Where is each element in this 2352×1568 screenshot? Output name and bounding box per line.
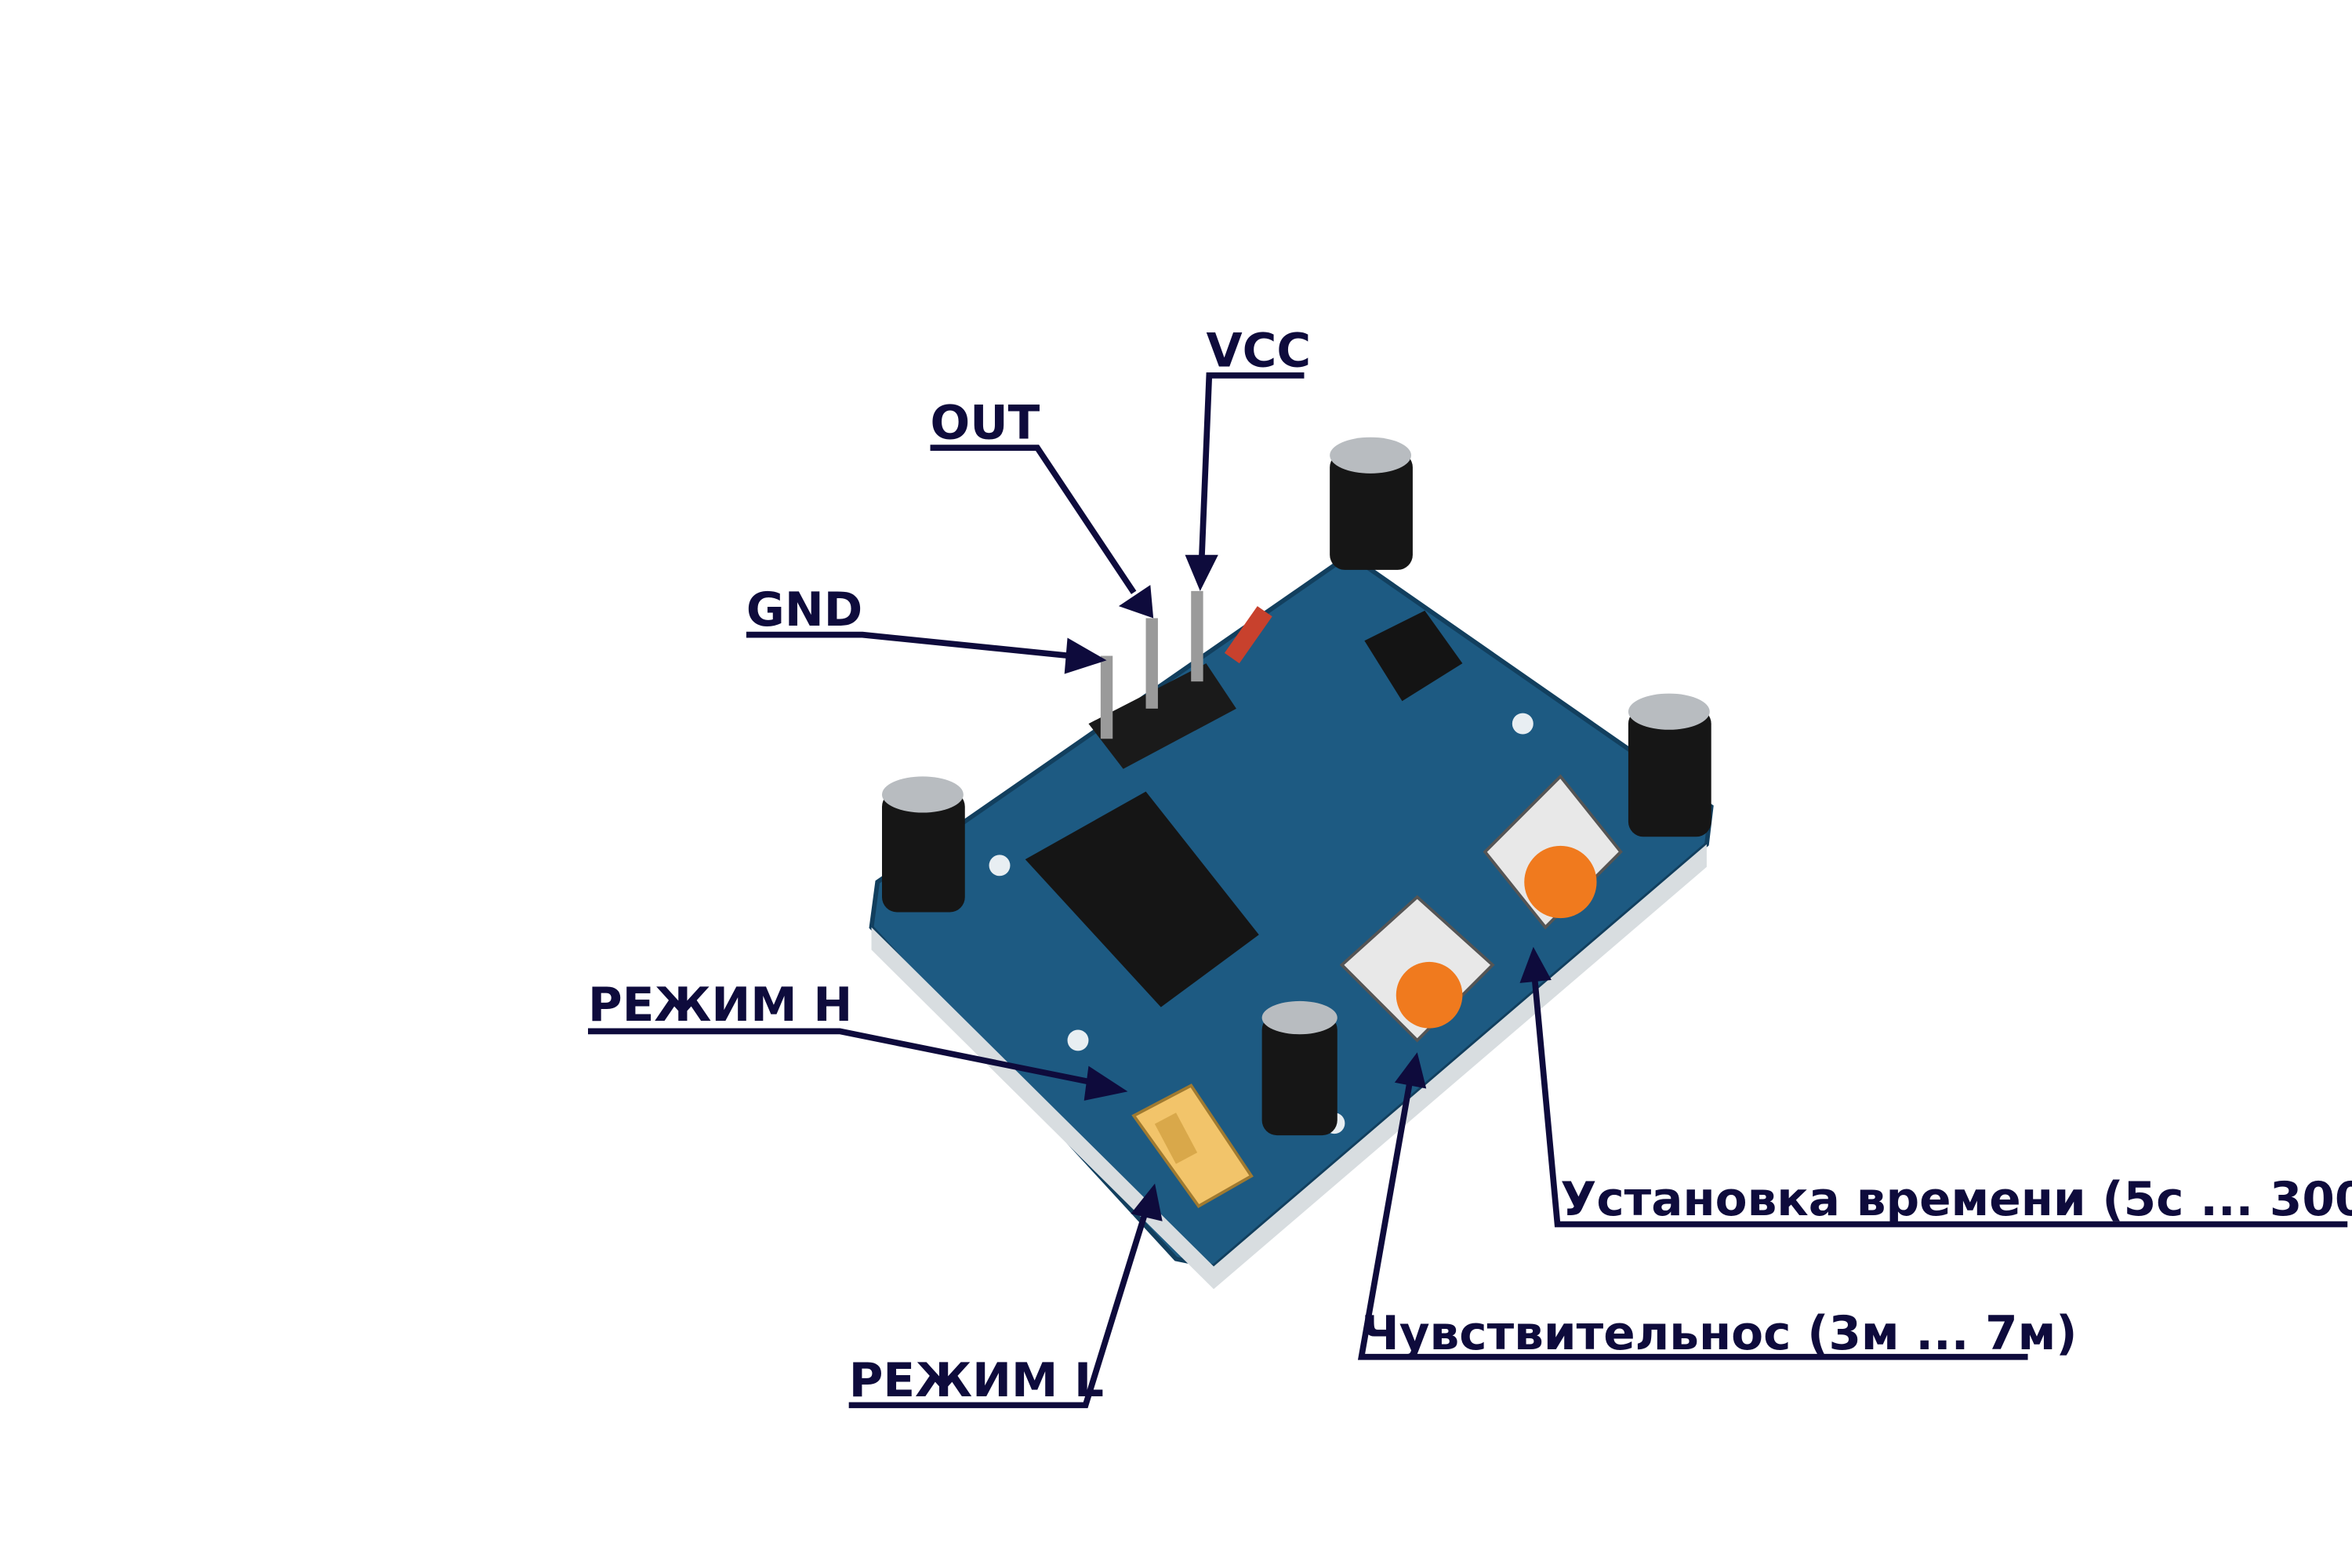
pin-gnd [1100,655,1113,739]
sensitivity-potentiometer[interactable] [1339,895,1495,1043]
pin-header [1088,663,1236,769]
capacitor [1628,693,1711,837]
capacitor [1330,437,1413,570]
mode-jumper[interactable] [1131,1083,1254,1208]
label-mode-l: РЕЖИМ L [849,1183,1163,1409]
ic-chip [1025,791,1259,1007]
label-out-text: OUT [931,397,1040,451]
label-sensitivity-text: Чувствительнос (3м ... 7м) [1362,1307,2078,1361]
label-sensitivity: Чувствительнос (3м ... 7м) [1357,1052,2078,1361]
label-vcc: VCC [1185,324,1311,591]
label-gnd: GND [746,583,1107,674]
time-potentiometer[interactable] [1483,774,1623,930]
pin-vcc [1191,590,1203,682]
label-mode-l-text: РЕЖИМ L [849,1354,1104,1408]
label-time-setting-text: Установка времени (5с ... 300с) [1560,1173,2352,1227]
label-time-setting: Установка времени (5с ... 300с) [1519,946,2352,1228]
capacitor [1261,1000,1338,1136]
pcb [869,552,1714,1269]
label-vcc-text: VCC [1206,324,1311,378]
pin-out [1145,618,1158,709]
label-mode-h: РЕЖИМ H [588,978,1128,1101]
pir-sensor-board [869,437,1714,1290]
capacitor [882,776,965,913]
label-out: OUT [930,397,1154,619]
label-gnd-text: GND [746,583,862,637]
label-mode-h-text: РЕЖИМ H [588,978,852,1033]
